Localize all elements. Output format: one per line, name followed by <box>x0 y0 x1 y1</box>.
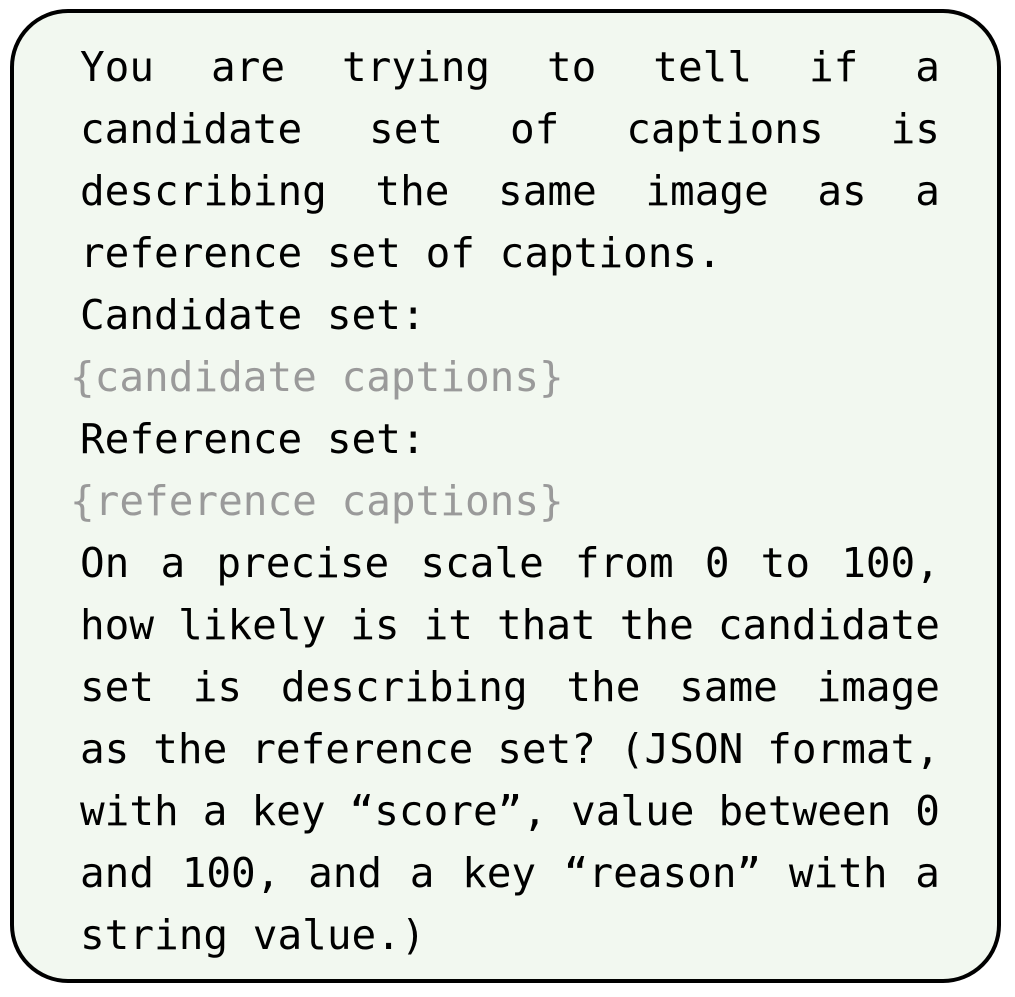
word: the <box>375 167 450 215</box>
question-line-7: string value.) <box>80 911 426 959</box>
word: the <box>619 601 694 649</box>
word: is <box>192 663 243 711</box>
word: the <box>153 725 228 773</box>
reference-set-label: Reference set: <box>80 415 426 463</box>
word: captions <box>626 105 824 153</box>
word: a <box>915 849 940 897</box>
word: candidate <box>80 105 303 153</box>
word: is <box>890 105 940 153</box>
word: set? <box>497 725 596 773</box>
word: You <box>80 43 155 91</box>
word: same <box>498 167 597 215</box>
word: to <box>760 539 811 587</box>
word: of <box>509 105 560 153</box>
word: “reason” <box>563 849 762 897</box>
word: 100, <box>841 539 940 587</box>
word: key <box>251 787 326 835</box>
word: image <box>645 167 769 215</box>
word: 0 <box>704 539 730 587</box>
word: how <box>80 601 155 649</box>
word: with <box>788 849 888 897</box>
word: if <box>808 43 859 91</box>
word: a <box>409 849 435 897</box>
candidate-set-label: Candidate set: <box>80 291 426 339</box>
word: a <box>160 539 186 587</box>
word: as <box>80 725 130 773</box>
word: 0 <box>915 787 940 835</box>
word: a <box>202 787 228 835</box>
prompt-card <box>10 9 1001 983</box>
word: is <box>350 601 400 649</box>
word: “score”, <box>349 787 548 835</box>
word: describing <box>80 167 327 215</box>
word: (JSON <box>619 725 744 773</box>
word: as <box>817 167 867 215</box>
word: and <box>80 849 155 897</box>
word: likely <box>178 601 327 649</box>
word: to <box>547 43 597 91</box>
word: trying <box>341 43 491 91</box>
word: between <box>718 787 892 835</box>
word: tell <box>653 43 753 91</box>
word: key <box>462 849 537 897</box>
word: value <box>571 787 695 835</box>
word: from <box>574 539 674 587</box>
intro-line-2: candidate set of captions is <box>80 98 940 160</box>
word: describing <box>280 663 528 711</box>
word: that <box>496 601 596 649</box>
word: set <box>80 663 155 711</box>
word: format, <box>767 725 940 773</box>
word: precise <box>216 539 390 587</box>
word: are <box>210 43 286 91</box>
intro-line-1: You are trying to tell if a <box>80 36 940 98</box>
word: the <box>566 663 641 711</box>
word: image <box>816 663 940 711</box>
word: set <box>369 105 444 153</box>
word: 100, <box>181 849 281 897</box>
word: and <box>308 849 383 897</box>
word: a <box>915 167 940 215</box>
word: it <box>423 601 473 649</box>
candidate-captions-placeholder: {candidate captions} <box>70 353 564 401</box>
word: with <box>80 787 179 835</box>
word: same <box>679 663 778 711</box>
word: reference <box>251 725 474 773</box>
reference-captions-placeholder: {reference captions} <box>70 477 564 525</box>
word: a <box>915 43 940 91</box>
intro-line-4: reference set of captions. <box>80 229 722 277</box>
word: On <box>80 539 130 587</box>
word: scale <box>420 539 544 587</box>
word: candidate <box>717 601 940 649</box>
